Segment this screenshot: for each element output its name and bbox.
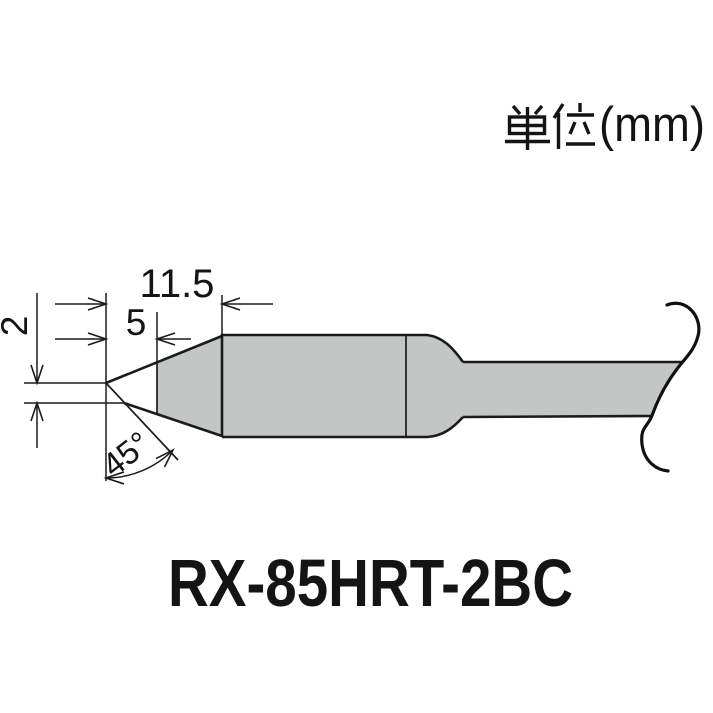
cone-upper-edge xyxy=(105,334,223,385)
angle-arc xyxy=(103,448,175,485)
unit-label: (mm) xyxy=(505,98,705,152)
dimension-tip-width: 2 xyxy=(0,293,124,448)
dimension-tip-length: 5 xyxy=(55,302,191,362)
tip-body-fill xyxy=(106,335,681,437)
tip-silhouette xyxy=(106,335,681,437)
bevel-face-fill xyxy=(106,362,157,414)
tip-outline xyxy=(105,301,701,473)
dim-label-2: 2 xyxy=(0,316,35,337)
angle-label-45: 45° xyxy=(95,424,157,484)
dim-label-11-5: 11.5 xyxy=(140,262,215,306)
cone-lower-edge xyxy=(123,401,223,438)
unit-suffix-label: (mm) xyxy=(599,98,705,152)
model-name-label: RX-85HRT-2BC xyxy=(168,546,573,621)
barrel-outline xyxy=(220,333,465,439)
unit-kanji-tan xyxy=(505,104,550,150)
dim-label-5: 5 xyxy=(126,302,147,343)
bevel-edge-45deg-line xyxy=(105,382,179,461)
break-squiggle-line xyxy=(640,301,701,473)
unit-kanji-i xyxy=(552,103,595,149)
shaft-bottom-edge xyxy=(462,414,653,419)
